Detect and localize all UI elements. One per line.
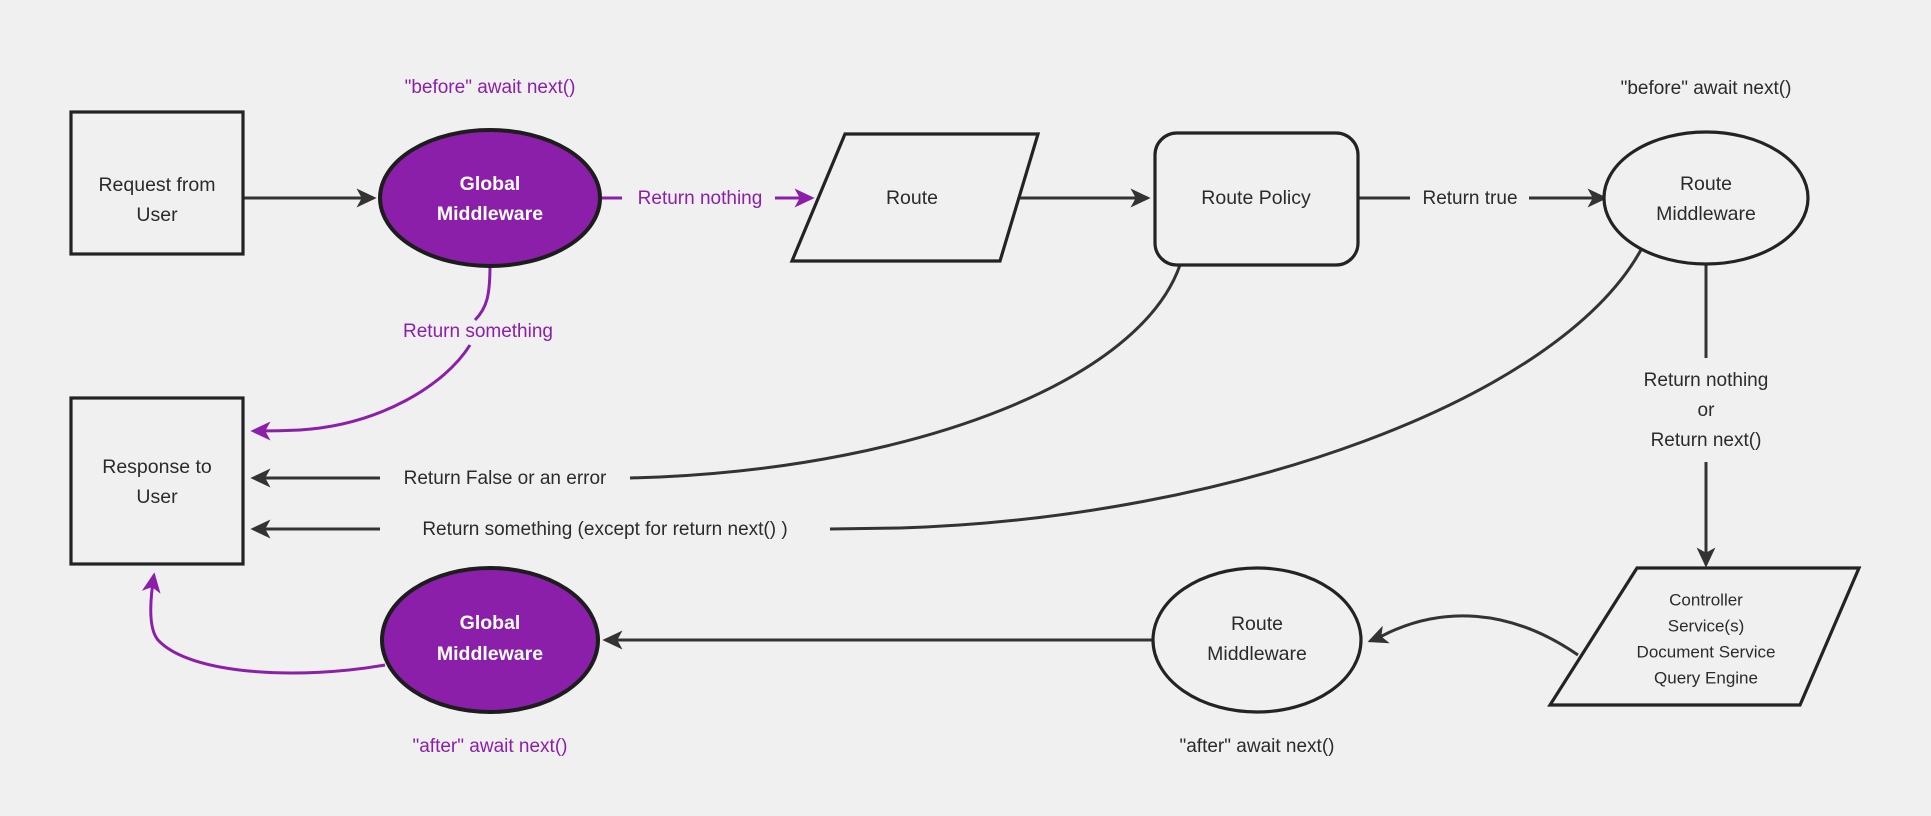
route-middleware-top-label-line2: Middleware <box>1656 203 1756 225</box>
node-route-policy[interactable]: Route Policy <box>1153 131 1360 267</box>
request-from-user-label-line1: Request from <box>98 174 215 196</box>
node-route-middleware-top[interactable]: Route Middleware <box>1602 130 1810 266</box>
edge-label-return-nothing-or-next-3: Return next() <box>1651 430 1762 451</box>
node-global-middleware-top[interactable]: Global Middleware <box>378 128 602 268</box>
node-controller-services[interactable]: Controller Service(s) Document Service Q… <box>1547 566 1862 707</box>
edge-label-return-something: Return something <box>403 321 553 342</box>
edge-label-return-nothing: Return nothing <box>638 188 763 209</box>
controller-services-label-line3: Document Service <box>1637 642 1776 661</box>
global-middleware-bottom-label-line2: Middleware <box>437 643 543 665</box>
edge-label-return-true: Return true <box>1422 188 1517 209</box>
edge-label-return-nothing-or-next-2: or <box>1698 400 1716 421</box>
node-route[interactable]: Route <box>789 132 1041 263</box>
route-middleware-top-label-line1: Route <box>1680 173 1732 195</box>
route-middleware-bottom-label-line1: Route <box>1231 613 1283 635</box>
response-to-user-label-line2: User <box>136 486 178 508</box>
node-request-from-user[interactable]: Request from User <box>69 110 245 256</box>
global-middleware-top-label-line1: Global <box>460 173 521 195</box>
global-middleware-bottom-label-line1: Global <box>460 612 521 634</box>
annotation-after-await-next-left: "after" await next() <box>413 736 568 757</box>
response-to-user-label-line1: Response to <box>102 456 212 478</box>
edge-label-return-something-except-next: Return something (except for return next… <box>422 519 787 540</box>
node-route-middleware-bottom[interactable]: Route Middleware <box>1151 566 1363 714</box>
controller-services-label-line1: Controller <box>1669 590 1743 609</box>
annotation-after-await-next-right: "after" await next() <box>1180 736 1335 757</box>
node-response-to-user[interactable]: Response to User <box>69 396 245 566</box>
route-policy-label: Route Policy <box>1201 187 1311 209</box>
route-label: Route <box>886 187 938 209</box>
edge-global-middleware-to-response <box>473 264 492 322</box>
edge-label-return-nothing-or-next-1: Return nothing <box>1644 370 1769 391</box>
edge-global-middleware-to-response-lower <box>250 344 472 441</box>
edge-controller-to-route-middleware-bottom <box>1367 614 1579 657</box>
edge-route-policy-to-response <box>629 264 1182 480</box>
node-global-middleware-bottom[interactable]: Global Middleware <box>380 566 600 714</box>
annotation-before-await-next-left: "before" await next() <box>405 77 576 98</box>
route-middleware-bottom-label-line2: Middleware <box>1207 643 1307 665</box>
edge-route-middleware-to-response <box>829 247 1644 531</box>
edge-label-return-false-or-error: Return False or an error <box>404 468 607 489</box>
controller-services-label-line4: Query Engine <box>1654 668 1758 687</box>
global-middleware-top-label-line2: Middleware <box>437 203 543 225</box>
controller-services-label-line2: Service(s) <box>1668 616 1745 635</box>
annotation-before-await-next-right: "before" await next() <box>1621 78 1792 99</box>
request-from-user-label-line2: User <box>136 204 178 226</box>
edge-global-middleware-bottom-to-response <box>141 572 386 675</box>
